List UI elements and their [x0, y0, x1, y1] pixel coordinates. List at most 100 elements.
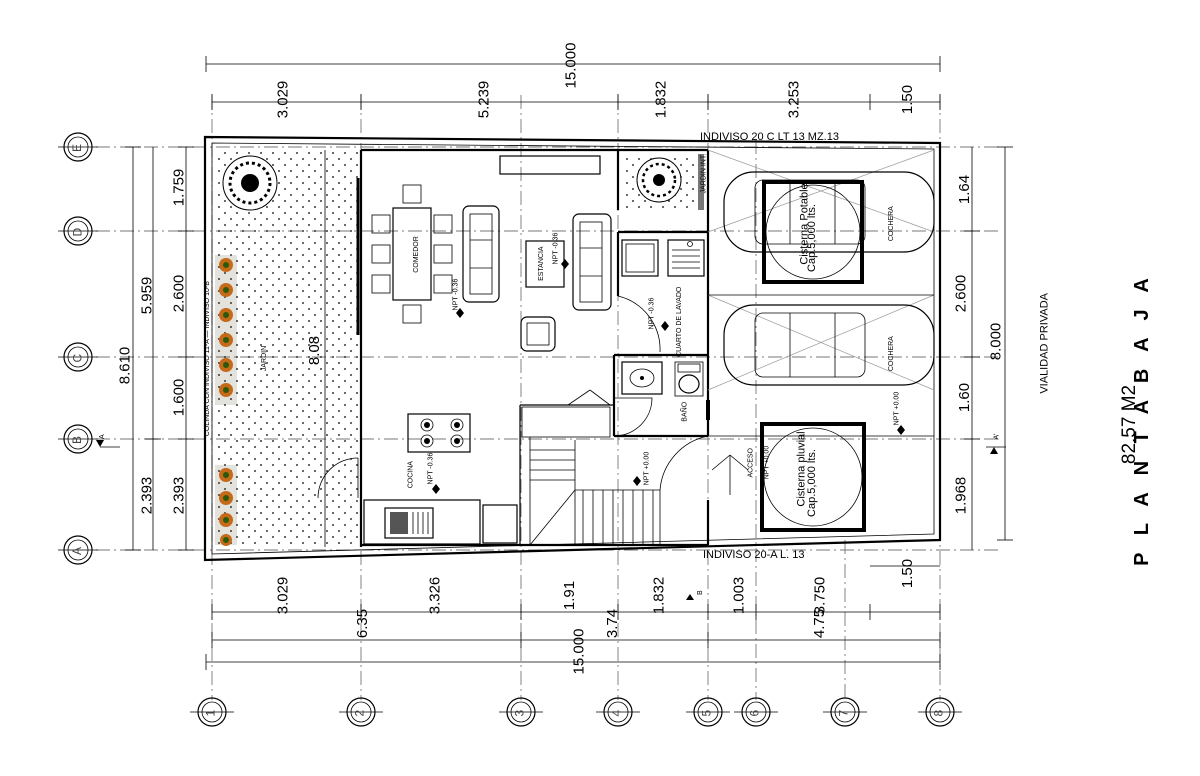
- axis-bubble-d: D: [58, 216, 98, 246]
- axis-label-6: 6: [748, 710, 762, 717]
- axis-bubble-2: 2: [339, 697, 383, 727]
- dim-left-inner-2: 2.600: [170, 275, 187, 313]
- axis-label-2: 2: [353, 710, 367, 717]
- dim-bottom-row2-1: 6.35: [354, 609, 371, 638]
- section-b-label: B: [697, 590, 704, 595]
- rear-garden: COLINDA CON INDIVISO 11-A — INDIVISO 10-…: [204, 150, 360, 547]
- level-comedor: NPT -0.36: [452, 279, 459, 311]
- cistern-pluvial: Cisterna pluvial Cap.5,000 lts.: [760, 422, 866, 532]
- level-lavado: NPT -0.36: [648, 298, 655, 330]
- dim-left-inner-1: 1.759: [170, 169, 187, 207]
- dim-top-5: 1.50: [899, 85, 916, 114]
- dim-bottom-4: 1.832: [650, 577, 667, 615]
- dim-bottom-3: 1.91: [561, 581, 578, 610]
- room-label-estancia: ESTANCIA: [538, 246, 545, 281]
- axis-bubble-3: 3: [499, 697, 543, 727]
- axis-bubble-e: E: [58, 132, 98, 162]
- axis-bubble-1: 1: [190, 697, 234, 727]
- dim-right-3: 1.60: [956, 383, 973, 412]
- dim-top-1: 3.029: [274, 81, 291, 119]
- level-stair: NPT +0.00: [643, 452, 650, 486]
- section-markers: A A' B: [96, 433, 1006, 600]
- axis-bubble-b: B: [58, 424, 98, 454]
- axis-label-5: 5: [700, 710, 714, 717]
- dimensions-top: 15.000 3.029 5.239 1.832 3.253 1.50: [205, 43, 941, 119]
- dim-top-3: 1.832: [652, 81, 669, 119]
- room-label-cochera-1: COCHERA: [888, 206, 895, 241]
- axis-bubble-4: 4: [596, 697, 640, 727]
- axis-bubble-8: 8: [918, 697, 962, 727]
- dim-bottom-row2-3: 4.75: [811, 609, 828, 638]
- section-a-label: A: [99, 434, 106, 439]
- neighbor-bottom-label: INDIVISO 20-A L. 13: [703, 549, 805, 561]
- cistern-pluvial-line2: Cap.5,000 lts.: [806, 449, 818, 517]
- axis-bubble-c: C: [58, 342, 98, 372]
- dim-top-total: 15.000: [562, 43, 579, 89]
- dim-bottom-6: 3.750: [811, 577, 828, 615]
- garage: COCHERA COCHERA NPT +0.00: [707, 149, 935, 437]
- room-label-acceso: ACCESO: [748, 447, 755, 477]
- level-estancia: NPT -0.36: [552, 233, 559, 265]
- interior-garden: JARDIN INT.: [622, 154, 707, 210]
- dim-left-mid-2: 2.393: [138, 477, 155, 515]
- axis-label-7: 7: [837, 710, 851, 717]
- cistern-potable: Cisterna Potable Cap.5,000 lts.: [762, 180, 864, 284]
- planter-row-bottom: [215, 465, 237, 546]
- axis-bubble-7: 7: [823, 697, 867, 727]
- level-acceso: NPT +0.00: [763, 446, 770, 480]
- room-label-cochera-2: COCHERA: [888, 336, 895, 371]
- cistern-potable-line2: Cap.5,000 lts.: [806, 204, 818, 272]
- entry: ACCESO NPT +0.00: [659, 435, 770, 495]
- living-area: ESTANCIA NPT -0.36: [462, 205, 612, 352]
- dimensions-bottom: 3.029 3.326 1.91 1.832 1.003 3.750 1.50 …: [205, 559, 941, 675]
- planter-row-top: [215, 255, 237, 405]
- axis-label-a: A: [70, 547, 84, 555]
- dim-left-mid-1: 5.959: [138, 277, 155, 315]
- dim-bottom-7: 1.50: [899, 559, 916, 588]
- dim-bottom-row2-2: 3.74: [604, 609, 621, 638]
- cistern-potable-line1: Cisterna Potable: [799, 183, 811, 264]
- axis-bubble-6: 6: [734, 697, 778, 727]
- dimensions-right: 1.64 2.600 1.60 1.968 8.000: [952, 146, 1013, 550]
- dim-garden: 8.08: [306, 336, 323, 365]
- axis-label-1: 1: [204, 710, 218, 717]
- section-a-prime-label: A': [994, 433, 1001, 439]
- dining-area: COMEDOR NPT -0.36: [371, 155, 601, 324]
- dim-bottom-total: 15.000: [570, 629, 587, 675]
- level-garage: NPT +0.00: [893, 392, 900, 426]
- neighbor-top-label: INDIVISO 20 C LT 13 MZ.13: [700, 131, 839, 143]
- axis-label-b: B: [70, 436, 84, 444]
- axis-label-4: 4: [610, 710, 624, 717]
- dim-right-2: 2.600: [952, 275, 969, 313]
- axis-bubble-5: 5: [686, 697, 730, 727]
- axis-label-8: 8: [932, 710, 946, 717]
- laundry-room: CUARTO DE LAVADO NPT -0.36: [617, 239, 705, 357]
- dim-left-inner-3: 1.600: [170, 379, 187, 417]
- dim-right-4: 1.968: [952, 477, 969, 515]
- dim-left-total: 8.610: [116, 347, 133, 385]
- plan-area: 82.57 M2: [1119, 385, 1140, 464]
- dim-left-inner-4: 2.393: [170, 477, 187, 515]
- axis-letter-bubbles: E D C B A: [58, 132, 98, 565]
- staircase: NPT +0.00: [521, 389, 661, 546]
- dim-bottom-1: 3.029: [274, 577, 291, 615]
- tree-symbol: [222, 155, 278, 211]
- axis-label-d: D: [71, 228, 85, 237]
- dim-top-4: 3.253: [785, 81, 802, 119]
- kitchen: COCINA NPT -0.36: [363, 413, 518, 545]
- room-label-cocina: COCINA: [407, 461, 414, 489]
- dim-bottom-5: 1.003: [730, 577, 747, 615]
- axis-number-bubbles: 1 2 3 4 5 6 7 8: [190, 697, 962, 727]
- neighbor-left-label: COLINDA CON INDIVISO 11-A — INDIVISO 10-…: [204, 281, 211, 436]
- dim-right-1: 1.64: [956, 175, 973, 204]
- car-symbol-bottom: [723, 304, 935, 386]
- room-label-comedor: COMEDOR: [413, 236, 420, 273]
- dim-right-total: 8.000: [987, 323, 1004, 361]
- room-label-lavado: CUARTO DE LAVADO: [676, 286, 683, 357]
- axis-label-3: 3: [513, 710, 527, 717]
- bathroom: BAÑO: [613, 361, 710, 437]
- axis-label-c: C: [71, 354, 85, 363]
- dim-bottom-2: 3.326: [426, 577, 443, 615]
- cistern-pluvial-line1: Cisterna pluvial: [796, 431, 808, 506]
